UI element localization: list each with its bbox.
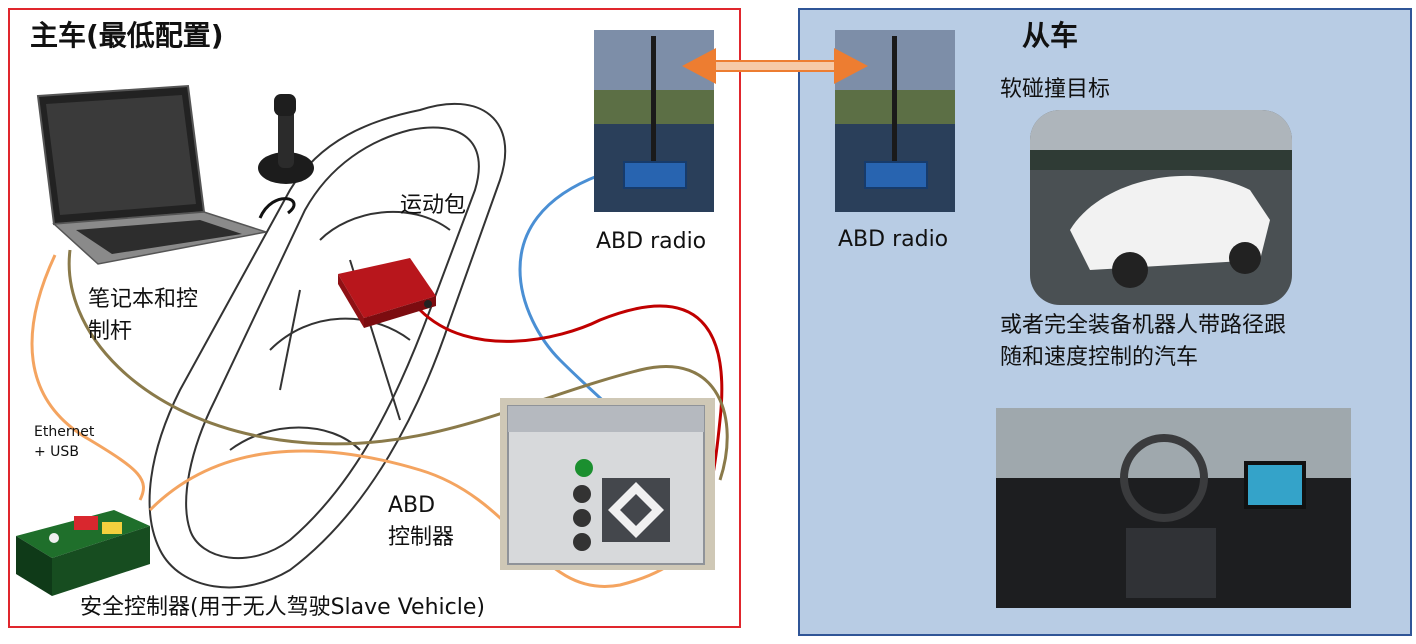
soft-target-label: 软碰撞目标 <box>1000 77 1111 102</box>
ethernet-usb-label: Ethernet + USB <box>34 424 95 460</box>
master-radio-label: ABD radio <box>596 229 707 254</box>
abd-controller-label: ABD 控制器 <box>388 493 455 550</box>
bidirectional-link-arrow <box>682 48 868 84</box>
safety-controller-image <box>16 510 150 596</box>
master-panel-title: 主车(最低配置) <box>30 19 224 52</box>
robot-car-interior-photo <box>996 408 1351 608</box>
laptop-joystick-label: 笔记本和控 制杆 <box>88 287 199 344</box>
laptop-olive-cable <box>67 249 729 481</box>
motion-pack-cable <box>418 304 724 512</box>
car-outline-sketch <box>148 102 507 589</box>
joystick-image <box>258 94 314 219</box>
slave-panel-title: 从车 <box>1022 19 1079 52</box>
slave-radio-label: ABD radio <box>838 227 949 252</box>
safety-controller-label: 安全控制器(用于无人驾驶Slave Vehicle) <box>80 595 485 620</box>
robot-car-label: 或者完全装备机器人带路径跟 随和速度控制的汽车 <box>1000 313 1287 370</box>
ethernet-usb-cable <box>30 254 145 501</box>
laptop-image <box>36 84 267 265</box>
soft-target-photo <box>1030 110 1292 305</box>
motion-pack-label: 运动包 <box>400 193 467 218</box>
abd-controller-image <box>500 398 715 570</box>
motion-pack-image <box>338 258 436 328</box>
